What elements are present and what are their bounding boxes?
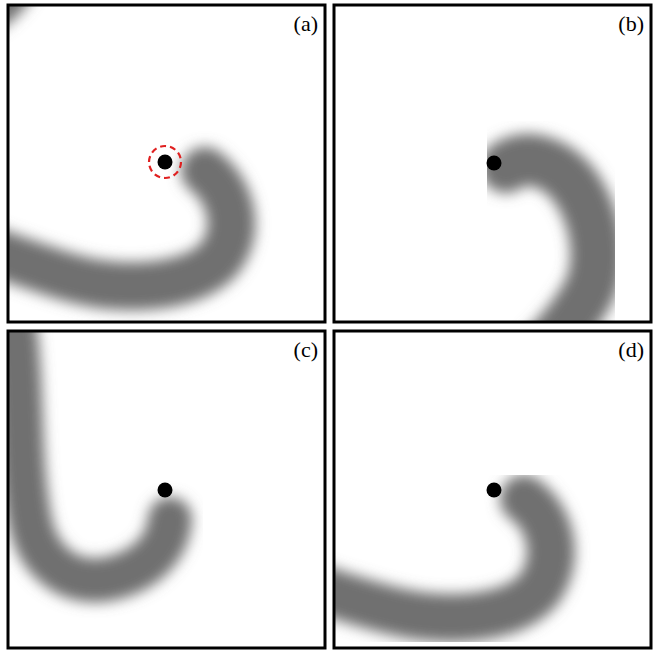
panel-c [8, 331, 325, 648]
panel-label: (a) [294, 13, 318, 35]
wave-band [506, 160, 596, 322]
panel-label: (b) [618, 13, 644, 35]
wave-band [334, 499, 551, 618]
dashed-ring [149, 146, 181, 178]
core-dot [158, 483, 173, 498]
core-dot [487, 156, 502, 171]
panel-b [334, 5, 651, 322]
wave-band [8, 171, 231, 286]
panel-d [334, 331, 651, 648]
core-dot [487, 483, 502, 498]
panel-frames [8, 5, 651, 648]
panel-label: (d) [618, 339, 644, 361]
panel-label: (c) [294, 339, 318, 361]
panel-a [8, 5, 325, 322]
core-dot [158, 155, 173, 170]
wave-band [8, 331, 170, 580]
